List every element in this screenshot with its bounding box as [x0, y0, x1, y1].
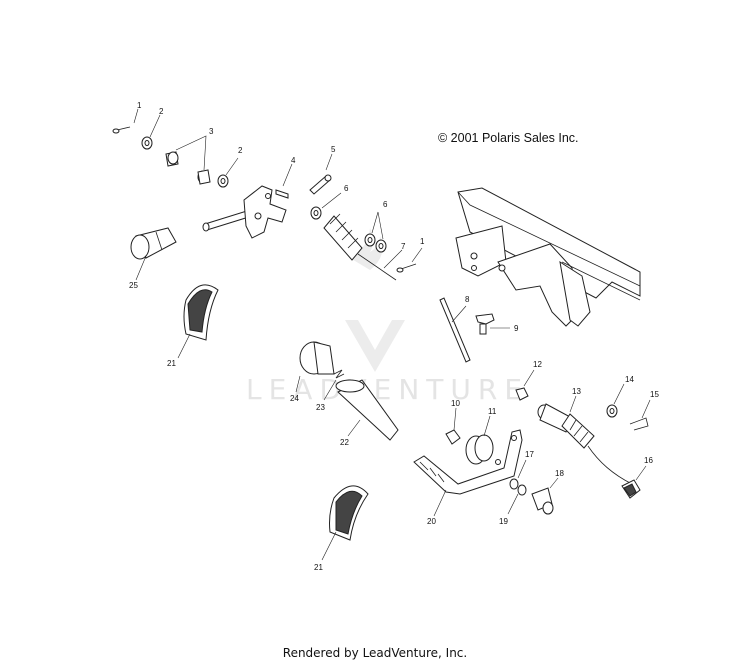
part-16-retainer [621, 465, 647, 499]
part-10-nut [445, 407, 461, 445]
callout-1b: 1 [420, 237, 425, 246]
callout-1a: 1 [137, 101, 142, 110]
part-21a-grip [177, 284, 219, 359]
part-20-pedal [413, 429, 523, 517]
callout-3: 3 [209, 127, 214, 136]
callout-11: 11 [488, 407, 497, 416]
callout-23: 23 [316, 403, 325, 412]
callout-15: 15 [650, 390, 659, 399]
part-7-cable-boot [323, 213, 403, 281]
part-25-knob [130, 227, 177, 281]
callout-14: 14 [625, 375, 634, 384]
part-17-washer [509, 459, 527, 490]
callout-12: 12 [533, 360, 542, 369]
part-22-handle [335, 379, 399, 441]
part-2-washer [141, 114, 161, 150]
part-4-shift-lever [202, 163, 293, 239]
part-21b-grip [321, 485, 369, 561]
callout-2b: 2 [238, 146, 243, 155]
callout-25: 25 [129, 281, 138, 290]
callout-9: 9 [514, 324, 519, 333]
callout-4: 4 [291, 156, 296, 165]
callout-6a: 6 [344, 184, 349, 193]
callout-21a: 21 [167, 359, 176, 368]
part-9-clip [475, 313, 510, 335]
part-1b-cotter-pin [396, 247, 423, 273]
leadventure-watermark: LEADVENTURE [246, 228, 529, 406]
callout-16: 16 [644, 456, 653, 465]
part-15-clip [629, 399, 651, 431]
part-19-washer [507, 484, 527, 515]
part-5-pin [309, 153, 333, 195]
part-18-bushing [531, 477, 559, 515]
callout-labels: 1 2 3 2 4 5 6 6 7 1 25 21 8 9 24 23 22 1… [129, 101, 659, 572]
callout-24: 24 [290, 394, 299, 403]
part-11-roller [465, 415, 494, 465]
part-6-washers [310, 192, 387, 253]
watermark-text: LEADVENTURE [246, 373, 529, 406]
frame-assembly [455, 187, 641, 327]
callout-2a: 2 [159, 107, 164, 116]
callout-8: 8 [465, 295, 470, 304]
part-14-washer [606, 383, 625, 418]
part-13-cable [537, 395, 633, 485]
part-2b-washer [217, 157, 239, 188]
part-24-cap [295, 341, 335, 393]
footer-text: Rendered by LeadVenture, Inc. [282, 646, 468, 660]
callout-22: 22 [340, 438, 349, 447]
part-8-rod [439, 297, 471, 363]
callout-10: 10 [451, 399, 460, 408]
callout-20: 20 [427, 517, 436, 526]
callout-21b: 21 [314, 563, 323, 572]
part-23-spring [323, 369, 345, 401]
callout-17: 17 [525, 450, 534, 459]
callout-7: 7 [401, 242, 406, 251]
callout-19: 19 [499, 517, 508, 526]
part-1-cotter-pin [112, 108, 139, 134]
callout-18: 18 [555, 469, 564, 478]
part-12-nut [515, 369, 535, 401]
callout-6b: 6 [383, 200, 388, 209]
callout-13: 13 [572, 387, 581, 396]
callout-5: 5 [331, 145, 336, 154]
part-3-bushings [165, 135, 211, 185]
copyright-text: © 2001 Polaris Sales Inc. [438, 131, 579, 145]
